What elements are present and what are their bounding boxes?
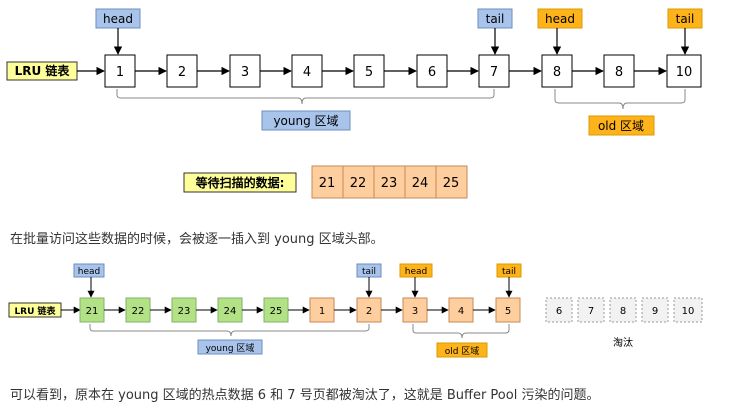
- bottom-old-head-pointer: head: [399, 263, 433, 298]
- svg-text:tail: tail: [486, 12, 505, 26]
- bottom-young-node: 2: [356, 297, 382, 323]
- top-node: 8: [603, 54, 635, 88]
- top-young-region-label: young 区域: [261, 110, 351, 131]
- svg-text:等待扫描的数据:: 等待扫描的数据:: [195, 175, 285, 190]
- bottom-old-brace: [412, 324, 510, 339]
- svg-text:old 区域: old 区域: [598, 119, 644, 133]
- evicted-node: 8: [609, 297, 637, 323]
- svg-text:tail: tail: [502, 267, 516, 277]
- top-node: 10: [666, 54, 702, 88]
- svg-text:10: 10: [682, 306, 695, 317]
- bottom-young-region-label: young 区域: [197, 339, 263, 355]
- waiting-cell: 25: [443, 176, 460, 191]
- svg-text:5: 5: [365, 65, 373, 80]
- top-node: 4: [291, 54, 323, 88]
- waiting-data-label: 等待扫描的数据:: [183, 172, 297, 193]
- svg-text:head: head: [545, 12, 575, 26]
- svg-text:22: 22: [132, 306, 145, 317]
- bottom-old-node: 3: [402, 297, 428, 323]
- svg-text:7: 7: [490, 65, 498, 80]
- bottom-old-node: 4: [448, 297, 474, 323]
- svg-text:3: 3: [241, 65, 249, 80]
- top-old-head-pointer: head: [537, 8, 583, 55]
- bottom-old-tail-pointer: tail: [496, 263, 522, 298]
- bottom-young-brace: [89, 324, 370, 337]
- svg-text:8: 8: [615, 65, 623, 80]
- svg-text:4: 4: [303, 65, 311, 80]
- bottom-old-node: 5: [495, 297, 521, 323]
- top-node: 6: [416, 54, 448, 88]
- svg-text:2: 2: [178, 65, 186, 80]
- svg-text:1: 1: [116, 65, 124, 80]
- top-old-tail-pointer: tail: [667, 8, 703, 55]
- waiting-cell: 23: [381, 176, 398, 191]
- svg-text:6: 6: [428, 65, 436, 80]
- top-node: 7: [478, 54, 510, 88]
- evicted-label: 淘汰: [613, 336, 633, 349]
- evicted-node: 9: [641, 297, 669, 323]
- bottom-young-node: 1: [309, 297, 335, 323]
- bottom-young-node: 22: [125, 297, 151, 323]
- caption-batch-insert: 在批量访问这些数据的时候，会被逐一插入到 young 区域头部。: [10, 232, 384, 247]
- svg-text:8: 8: [553, 65, 561, 80]
- bottom-lru-list: LRU 链表 21 22 23 24 25 1 2: [8, 263, 703, 358]
- svg-text:old 区域: old 区域: [445, 345, 480, 357]
- svg-text:head: head: [78, 267, 100, 277]
- top-node: 1: [104, 54, 136, 88]
- svg-text:4: 4: [458, 306, 464, 317]
- bottom-young-node: 25: [263, 297, 289, 323]
- bottom-young-node: 23: [171, 297, 197, 323]
- waiting-data-cells: 21 22 23 24 25: [311, 165, 468, 199]
- top-lru-list: LRU 链表 1 2 3 4 5 6 7: [6, 8, 703, 199]
- top-node: 3: [229, 54, 261, 88]
- bottom-young-node: 24: [217, 297, 243, 323]
- svg-text:tail: tail: [362, 267, 376, 277]
- svg-text:24: 24: [224, 306, 237, 317]
- waiting-cell: 21: [319, 176, 336, 191]
- svg-text:9: 9: [652, 306, 658, 317]
- svg-text:8: 8: [620, 306, 626, 317]
- svg-text:21: 21: [86, 306, 99, 317]
- top-young-head-pointer: head: [95, 8, 141, 55]
- bottom-young-tail-pointer: tail: [356, 263, 382, 298]
- bottom-young-node: 21: [79, 297, 105, 323]
- svg-text:25: 25: [270, 306, 283, 317]
- svg-text:young 区域: young 区域: [206, 342, 255, 354]
- svg-text:6: 6: [556, 306, 562, 317]
- svg-text:7: 7: [588, 306, 594, 317]
- waiting-cell: 24: [412, 176, 429, 191]
- svg-text:head: head: [405, 267, 427, 277]
- svg-text:23: 23: [178, 306, 191, 317]
- waiting-cell: 22: [350, 176, 367, 191]
- svg-text:3: 3: [412, 306, 418, 317]
- svg-text:1: 1: [319, 306, 325, 317]
- top-young-brace: [116, 89, 495, 105]
- top-node: 8: [541, 54, 573, 88]
- top-node: 5: [353, 54, 385, 88]
- caption-pollution: 可以看到，原本在 young 区域的热点数据 6 和 7 号页都被淘汰了，这就是…: [10, 388, 600, 403]
- top-node: 2: [166, 54, 198, 88]
- evicted-node: 10: [673, 297, 703, 323]
- svg-text:tail: tail: [676, 12, 695, 26]
- svg-text:5: 5: [505, 306, 511, 317]
- svg-text:2: 2: [366, 306, 372, 317]
- evicted-node: 6: [545, 297, 573, 323]
- top-young-tail-pointer: tail: [477, 8, 513, 55]
- lru-list-label: LRU 链表: [15, 63, 71, 78]
- bottom-lru-label: LRU 链表: [14, 305, 56, 317]
- top-old-region-label: old 区域: [588, 115, 655, 136]
- svg-text:10: 10: [676, 65, 693, 80]
- bottom-old-region-label: old 区域: [436, 342, 488, 358]
- top-old-brace: [554, 89, 686, 110]
- bottom-young-head-pointer: head: [73, 263, 105, 298]
- svg-text:young 区域: young 区域: [273, 114, 338, 128]
- evicted-node: 7: [577, 297, 605, 323]
- svg-text:head: head: [103, 12, 133, 26]
